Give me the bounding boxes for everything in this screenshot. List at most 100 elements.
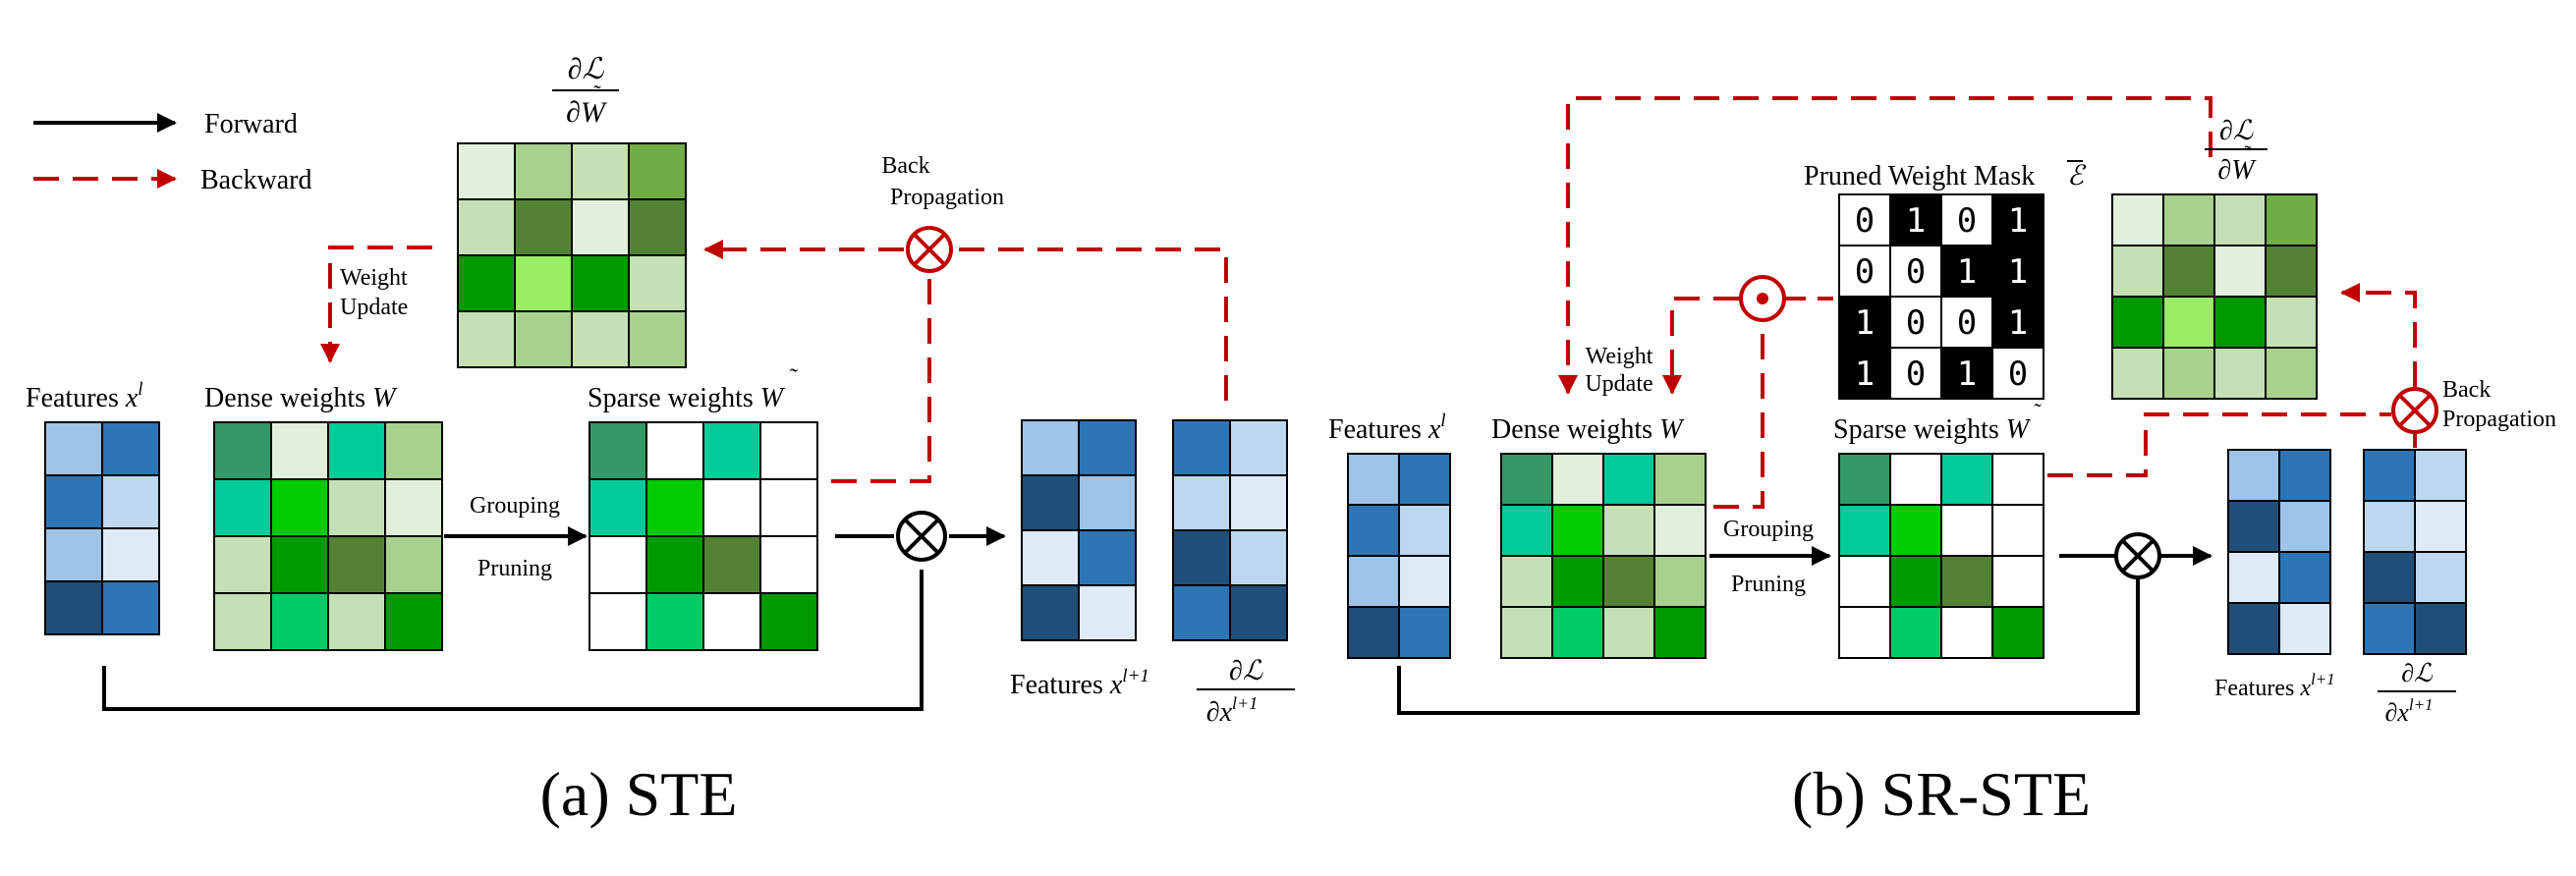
matrix-cell [645,421,704,480]
matrix-cell [2265,296,2318,349]
grad-w-numerator-b: ∂ℒ [2219,116,2254,146]
matrix-cell [2111,245,2164,298]
matrix-cell [384,592,443,651]
grouping-label-b: Grouping [1723,517,1814,542]
grad-w-denominator-b: ∂W [2217,155,2257,186]
matrix-cell [270,478,329,537]
matrix-cell [628,310,687,368]
backward-path-weight-update [320,246,432,363]
matrix-cell [1078,474,1137,531]
grad-w-tilde-b: ˜ [2245,142,2252,164]
matrix-cell [1889,606,1942,659]
matrix-cell [2213,296,2267,349]
matrix-cell [213,421,272,480]
matrix-cell [571,310,630,368]
sparse-weights-grid-b [1838,453,2044,659]
sparse-weights-label: Sparse weights W [588,383,786,413]
panel-ste: Features xl Dense weights W Sparse weigh… [26,53,1295,829]
matrix-cell [457,198,516,256]
mask-value: 0 [1957,201,1977,241]
mask-cell [1940,347,1993,400]
mask-value: 1 [1855,355,1875,394]
elementwise-product-operator [1739,275,1786,322]
matrix-cell [571,198,630,256]
matrix-cell [101,580,160,635]
matrix-cell [1347,504,1400,557]
matrix-cell [270,535,329,594]
mask-value: 1 [2008,252,2028,292]
matrix-cell [2162,245,2215,298]
matrix-cell [44,580,103,635]
matrix-cell [384,535,443,594]
features-out-grid-b [2227,449,2331,655]
mask-title: Pruned Weight Mask [1804,161,2035,192]
grad-w-numerator: ∂ℒ [568,53,605,85]
matrix-cell [213,592,272,651]
matrix-cell [2213,193,2267,246]
forward-path-skip [102,570,924,711]
pruning-label-b: Pruning [1731,572,1806,597]
matrix-cell [327,535,386,594]
mask-value: 0 [1957,303,1977,343]
matrix-cell [1653,453,1707,506]
matrix-cell [588,421,647,480]
dense-weights-label: Dense weights W [204,383,398,413]
matrix-cell [101,474,160,529]
legend: Forward Backward [33,109,312,195]
dense-weights-grid [213,421,443,651]
weight-update-label-2-b: Update [1585,371,1652,397]
dense-weights-grid-b [1500,453,1707,659]
matrix-cell [1172,529,1231,586]
matrix-cell [588,592,647,651]
grad-x-numerator: ∂ℒ [1229,656,1263,686]
weight-update-label-1-b: Weight [1586,344,1653,369]
matrix-cell [759,421,818,480]
mask-cell [1889,347,1942,400]
matrix-cell [1347,555,1400,608]
matrix-cell [702,421,761,480]
matrix-cell [645,478,704,537]
mask-value: 0 [1906,303,1926,343]
matrix-cell [1021,584,1080,641]
matrix-cell [1653,555,1707,608]
matrix-cell [457,142,516,200]
matrix-cell [1078,419,1137,476]
backprop-multiply-operator [906,226,953,273]
matrix-cell [514,142,573,200]
matrix-cell [1889,453,1942,506]
matrix-cell [101,527,160,582]
backprop-multiply-operator-b [2391,387,2438,434]
matrix-cell [2227,449,2280,502]
mask-value: 1 [1957,355,1977,394]
matrix-cell [514,310,573,368]
matrix-cell [1398,504,1451,557]
caption-srste: (b) SR-STE [1792,759,2091,829]
grad-w-tilde: ˜ [593,81,601,105]
matrix-cell [1500,453,1553,506]
features-out-label-b: Features xl+1 [2214,670,2335,701]
matrix-cell [1838,453,1891,506]
matrix-cell [384,421,443,480]
matrix-cell [384,478,443,537]
backward-path-mask-to-dense [1713,302,1764,509]
matrix-cell [588,478,647,537]
matrix-cell [1940,504,1993,557]
legend-backward-label: Backward [200,165,312,195]
matrix-cell [1653,504,1707,557]
matrix-cell [2278,602,2331,655]
matrix-cell [1229,584,1288,641]
grad-w-denominator: ∂W [566,96,608,129]
sparse-weights-tilde: ˜ [790,365,798,391]
legend-forward-label: Forward [204,109,298,139]
matrix-cell [327,421,386,480]
matrix-cell [2278,449,2331,502]
mask-cell [1889,245,1942,298]
matrix-cell [702,535,761,594]
matrix-cell [759,535,818,594]
matrix-cell [2265,347,2318,400]
multiply-operator [896,511,947,562]
matrix-cell [1991,504,2044,557]
mask-value: 0 [2008,355,2028,394]
matrix-cell [2414,602,2467,655]
